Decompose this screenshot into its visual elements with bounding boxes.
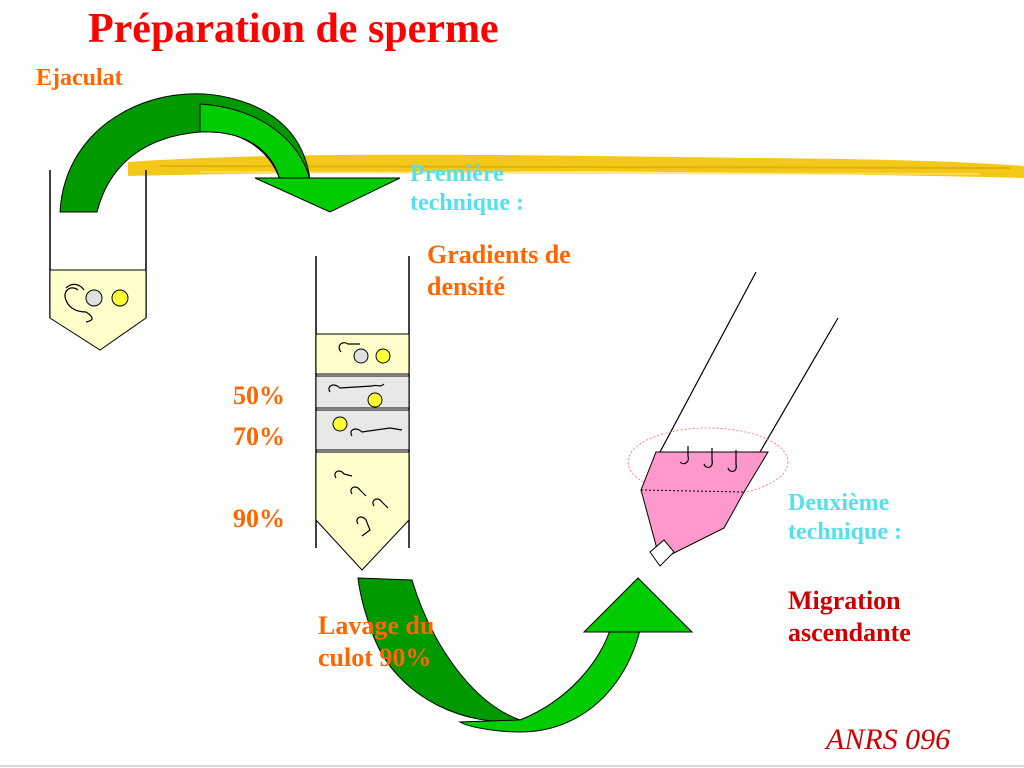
page-title: Préparation de sperme <box>88 6 499 52</box>
gradient-70-label: 70% <box>233 421 285 453</box>
brush-stroke <box>128 155 1024 178</box>
first-technique-method: Gradients de densité <box>427 239 571 302</box>
ejaculat-label: Ejaculat <box>36 64 123 93</box>
gradient-tube <box>316 256 409 570</box>
first-technique-label: Première technique : <box>410 160 524 219</box>
footer-label: ANRS 096 <box>826 722 950 759</box>
second-technique-method: Migration ascendante <box>788 585 911 648</box>
gradient-50-label: 50% <box>233 380 285 412</box>
curved-arrow-top <box>60 94 400 212</box>
second-technique-label: Deuxième technique : <box>788 489 902 548</box>
gradient-90-label: 90% <box>233 503 285 535</box>
wash-label: Lavage du culot 90% <box>318 610 434 673</box>
